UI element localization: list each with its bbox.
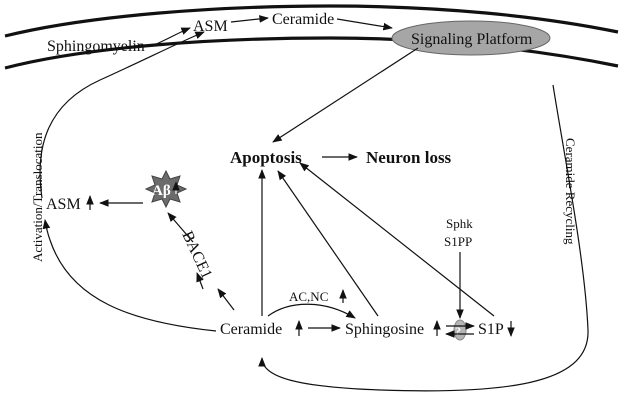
asm-node-label: ASM <box>46 196 81 213</box>
sphingosine-node-label: Sphingosine <box>345 321 424 338</box>
arrow-ceramide-to-platform <box>336 18 393 31</box>
membrane-ceramide-label: Ceramide <box>272 11 334 28</box>
arrow-asm-to-ceramide <box>230 15 269 23</box>
signaling-platform-ellipse <box>391 20 551 56</box>
arrow-sphingosine-to-apoptosis <box>277 170 379 317</box>
abeta-label: Aβ <box>152 183 171 199</box>
arrow-ceramide-to-bace1 <box>217 288 235 311</box>
activation-translocation-label: Activation/Translocation <box>30 132 45 262</box>
ceramide-node-label: Ceramide <box>220 321 282 338</box>
signaling-platform-label: Signaling Platform <box>411 31 533 48</box>
s1pp-label: S1PP <box>444 234 472 249</box>
arrow-platform-to-apoptosis <box>272 47 419 143</box>
sphk-label: Sphk <box>446 216 473 231</box>
arrow-asm-activation-translocation <box>39 31 205 199</box>
membrane-asm-label: ASM <box>193 18 228 35</box>
arrow-ceramide-to-sphingosine-enzymatic <box>267 303 356 319</box>
arrow-sphingomyelin-to-asm <box>151 27 191 47</box>
neuron-loss-label: Neuron loss <box>366 148 452 167</box>
arrow-s1p-to-apoptosis <box>299 162 495 317</box>
s1p-node-label: S1P <box>478 321 504 338</box>
arrow-ceramide-recycling <box>258 84 589 392</box>
sphingomyelin-label: Sphingomyelin <box>47 38 145 55</box>
unknown-step-oval <box>453 319 467 341</box>
membrane-outer-line <box>4 4 619 38</box>
bace1-up-arrow-icon <box>196 272 204 290</box>
arrow-bace1-to-abeta <box>167 212 194 243</box>
membrane-inner-line <box>4 36 619 70</box>
question-mark-label: ? <box>455 324 461 338</box>
ac-nc-label: AC,NC <box>289 289 328 304</box>
arrow-ceramide-to-asm <box>42 219 217 332</box>
apoptosis-label: Apoptosis <box>230 148 302 167</box>
